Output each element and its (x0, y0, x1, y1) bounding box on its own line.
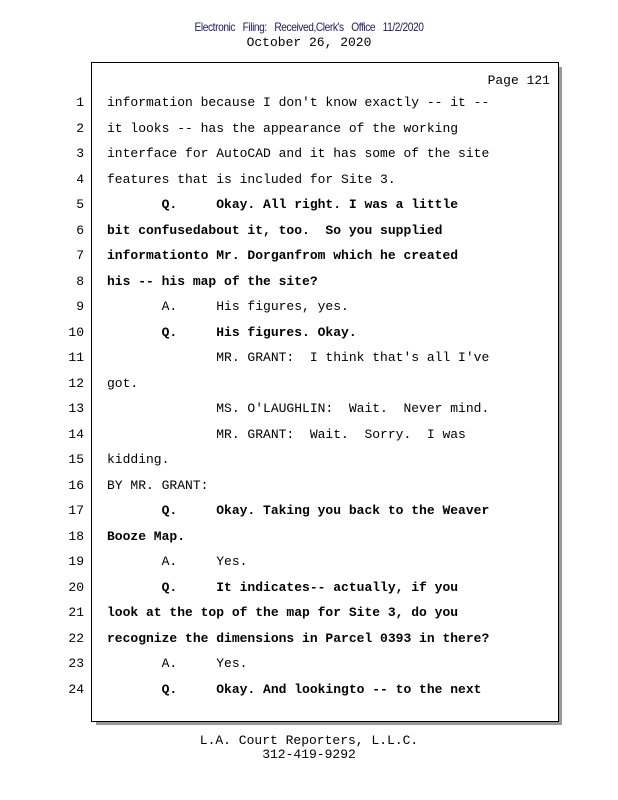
line-number: 15 (68, 452, 84, 467)
line-number: 3 (76, 146, 84, 161)
line-number: 6 (76, 222, 84, 238)
reporter-phone: 312-419-9292 (262, 747, 356, 762)
line-number: 9 (76, 299, 84, 314)
transcript-line: interface for AutoCAD and it has some of… (107, 146, 490, 161)
transcript-line: Q. Okay. All right. I was a little (107, 197, 459, 212)
line-number: 23 (68, 656, 84, 671)
transcript-line: MS. O'LAUGHLIN: Wait. Never mind. (107, 401, 490, 416)
transcript-line: Booze Map. (107, 528, 186, 544)
line-number: 10 (68, 324, 84, 340)
line-number: 17 (68, 503, 84, 518)
line-number: 16 (68, 477, 84, 493)
transcript-line: A. Yes. (107, 554, 248, 569)
transcript-line: A. Yes. (107, 656, 248, 671)
line-number: 20 (68, 579, 84, 595)
transcript-line: BY MR. GRANT: (107, 477, 209, 493)
line-number: 24 (68, 681, 84, 697)
page-number: Page 121 (487, 73, 550, 88)
transcript-line: informationto Mr. Dorganfrom which he cr… (107, 248, 459, 263)
line-number: 19 (68, 554, 84, 569)
transcript-line: kidding. (107, 452, 170, 467)
transcript-line: A. His figures, yes. (107, 299, 349, 314)
transcript-line: it looks -- has the appearance of the wo… (107, 120, 459, 136)
line-number: 14 (68, 426, 84, 442)
line-number: 2 (76, 120, 84, 136)
line-number: 13 (68, 401, 84, 416)
transcript-date: October 26, 2020 (246, 35, 372, 50)
line-number: 11 (68, 350, 84, 365)
transcript-line: MR. GRANT: Wait. Sorry. I was (107, 426, 466, 442)
line-number: 22 (68, 630, 84, 646)
transcript-line: bit confusedabout it, too. So you suppli… (107, 222, 443, 238)
transcript-line: Q. It indicates-- actually, if you (107, 579, 459, 595)
reporter-name: L.A. Court Reporters, L.L.C. (199, 733, 419, 748)
line-number: 5 (76, 197, 84, 212)
line-number: 12 (68, 375, 84, 391)
transcript-line: information because I don't know exactly… (107, 95, 490, 110)
transcript-line: Q. Okay. And lookingto -- to the next (107, 681, 482, 697)
line-number: 1 (76, 95, 84, 110)
transcript-page: Page 121 (91, 62, 559, 722)
transcript-line: features that is included for Site 3. (107, 171, 396, 187)
transcript-line: look at the top of the map for Site 3, d… (107, 605, 459, 620)
transcript-line: MR. GRANT: I think that's all I've (107, 350, 490, 365)
transcript-line: got. (107, 375, 139, 391)
transcript-line: Q. His figures. Okay. (107, 324, 357, 340)
transcript-line: his -- his map of the site? (107, 273, 318, 289)
transcript-line: Q. Okay. Taking you back to the Weaver (107, 503, 490, 518)
transcript-line: recognize the dimensions in Parcel 0393 … (107, 630, 490, 646)
filing-stamp: Electronic Filing: Received,Clerk's Offi… (194, 20, 424, 34)
line-number: 21 (68, 605, 84, 620)
line-number: 7 (76, 248, 84, 263)
line-number: 8 (76, 273, 84, 289)
line-number: 4 (76, 171, 84, 187)
line-number: 18 (68, 528, 84, 544)
